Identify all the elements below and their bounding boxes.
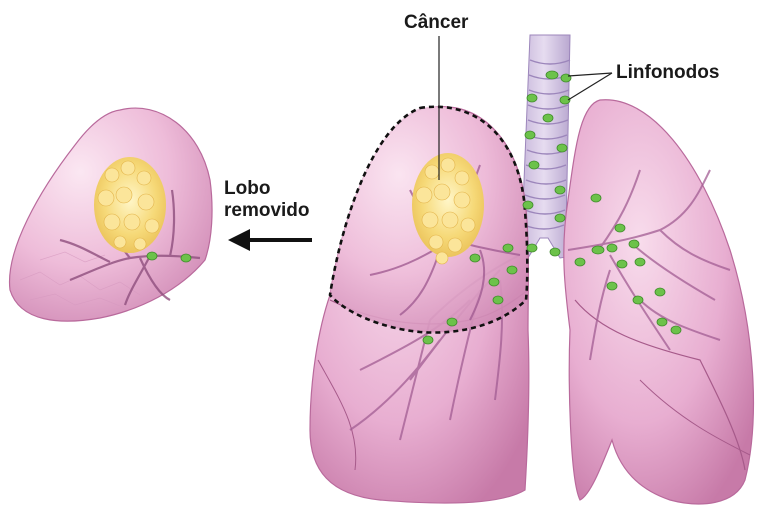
left-lung [564, 100, 754, 504]
cancer-label: Câncer [404, 12, 468, 34]
lymph-nodes-label: Linfonodos [616, 62, 719, 84]
lymph-leader-line-1 [568, 73, 612, 76]
lobe-removed-label: Lobo removido [224, 178, 310, 222]
removed-lobe-tumor [94, 157, 166, 253]
removal-arrow [228, 229, 312, 251]
right-lung [310, 107, 529, 503]
lobe-removed-label-line1: Lobo [224, 178, 310, 200]
lobe-removed-label-line2: removido [224, 200, 310, 222]
removed-lobe [10, 108, 213, 321]
lymph-leader-line-2 [568, 73, 612, 100]
